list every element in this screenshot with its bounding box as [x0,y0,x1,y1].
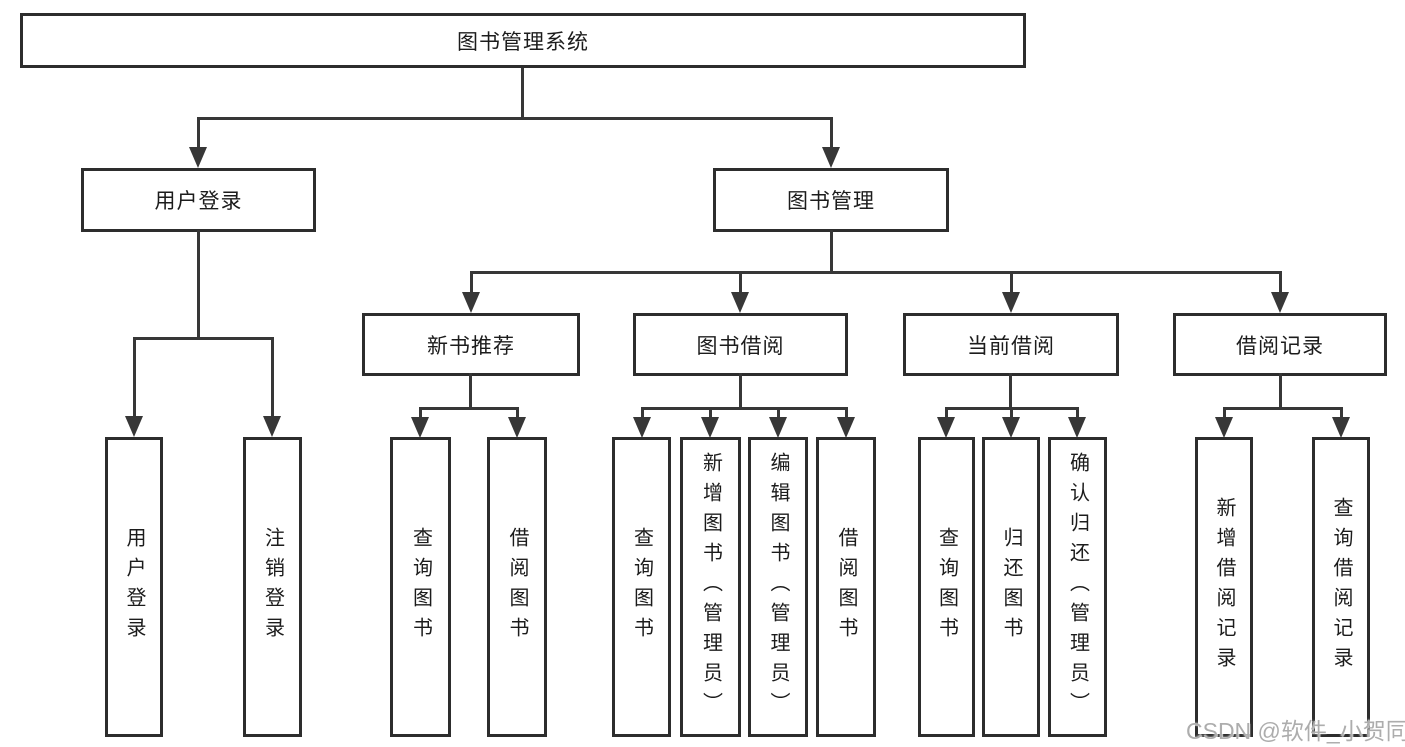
arrow-down-to-ul-logout [263,337,281,437]
node-bb-add-books: 新增图书（管理员） [680,437,741,737]
node-root-label: 图书管理系统 [457,30,589,54]
node-current-borrow: 当前借阅 [903,313,1119,376]
node-bb-edit-books: 编辑图书（管理员） [748,437,808,737]
node-br-add-record: 新增借阅记录 [1195,437,1253,737]
connector-root-stub [521,68,524,118]
node-book-borrow-label: 图书借阅 [696,334,785,358]
node-ul-user-login: 用户登录 [105,437,163,737]
node-ul-logout: 注销登录 [243,437,302,737]
node-bb-borrow-books: 借阅图书 [816,437,876,737]
node-br-query-record: 查询借阅记录 [1312,437,1370,737]
node-bb-query-books-label: 查询图书 [630,527,653,647]
node-borrow-records: 借阅记录 [1173,313,1387,376]
arrow-down-to-br-query [1332,407,1350,438]
arrow-down-to-current-borrow [1002,271,1020,313]
node-ul-user-login-label: 用户登录 [123,527,145,647]
node-borrow-records-label: 借阅记录 [1236,334,1324,358]
connector-borrow-records-rail [1223,407,1342,410]
node-bb-edit-books-label: 编辑图书（管理员） [767,452,789,722]
node-book-mgmt-label: 图书管理 [787,190,875,213]
arrow-down-to-bb-add [701,407,719,438]
connector-new-book-rec-stub [469,373,472,409]
connector-borrow-records-stub [1279,373,1282,409]
arrow-down-to-cb-return [1002,407,1020,438]
node-cb-confirm-return: 确认归还（管理员） [1048,437,1107,737]
node-cb-query-books-label: 查询图书 [935,527,958,647]
connector-new-book-rec-rail [419,407,519,410]
arrow-down-to-cb-query [937,407,955,438]
node-cb-query-books: 查询图书 [918,437,975,737]
arrow-down-to-br-add [1215,407,1233,438]
node-new-book-rec: 新书推荐 [362,313,580,376]
node-user-login: 用户登录 [81,168,316,232]
connector-level3-rail [470,271,1282,274]
node-bb-borrow-books-label: 借阅图书 [835,527,857,647]
arrow-down-to-bb-borrow [837,407,855,438]
arrow-down-to-bb-edit [769,407,787,438]
connector-current-borrow-stub [1009,373,1012,409]
node-ul-logout-label: 注销登录 [261,527,284,647]
node-nb-query-books-label: 查询图书 [409,527,432,647]
watermark: CSDN @软件_小贺同学 [1186,718,1405,744]
node-user-login-label: 用户登录 [154,190,243,213]
node-cb-return-books: 归还图书 [982,437,1040,737]
node-bb-add-books-label: 新增图书（管理员） [699,452,722,722]
connector-user-login-rail [133,337,274,340]
arrow-down-to-book-mgmt [822,117,840,168]
node-nb-borrow-books: 借阅图书 [487,437,547,737]
node-root: 图书管理系统 [20,13,1026,68]
connector-book-borrow-stub [739,373,742,409]
connector-user-login-stub [197,230,200,340]
arrow-down-to-borrow-records [1271,271,1289,313]
arrow-down-to-cb-confirm [1068,407,1086,438]
node-book-mgmt: 图书管理 [713,168,949,232]
arrow-down-to-new-book-rec [462,271,480,313]
arrow-down-to-nb-query [411,407,429,438]
node-current-borrow-label: 当前借阅 [967,334,1055,358]
node-br-add-record-label: 新增借阅记录 [1213,497,1235,677]
node-nb-query-books: 查询图书 [390,437,451,737]
node-book-borrow: 图书借阅 [633,313,848,376]
node-bb-query-books: 查询图书 [612,437,671,737]
arrow-down-to-ul-user-login [125,337,143,437]
node-nb-borrow-books-label: 借阅图书 [506,527,528,647]
arrow-down-to-book-borrow [731,271,749,313]
arrow-down-to-nb-borrow [508,407,526,438]
connector-book-borrow-rail [641,407,848,410]
node-cb-confirm-return-label: 确认归还（管理员） [1066,452,1089,722]
node-br-query-record-label: 查询借阅记录 [1330,497,1352,677]
arrow-down-to-bb-query [633,407,651,438]
node-new-book-rec-label: 新书推荐 [427,334,515,358]
node-cb-return-books-label: 归还图书 [1000,527,1022,647]
arrow-down-to-user-login [189,117,207,168]
connector-book-mgmt-stub [830,230,833,274]
connector-level2-rail [197,117,833,120]
